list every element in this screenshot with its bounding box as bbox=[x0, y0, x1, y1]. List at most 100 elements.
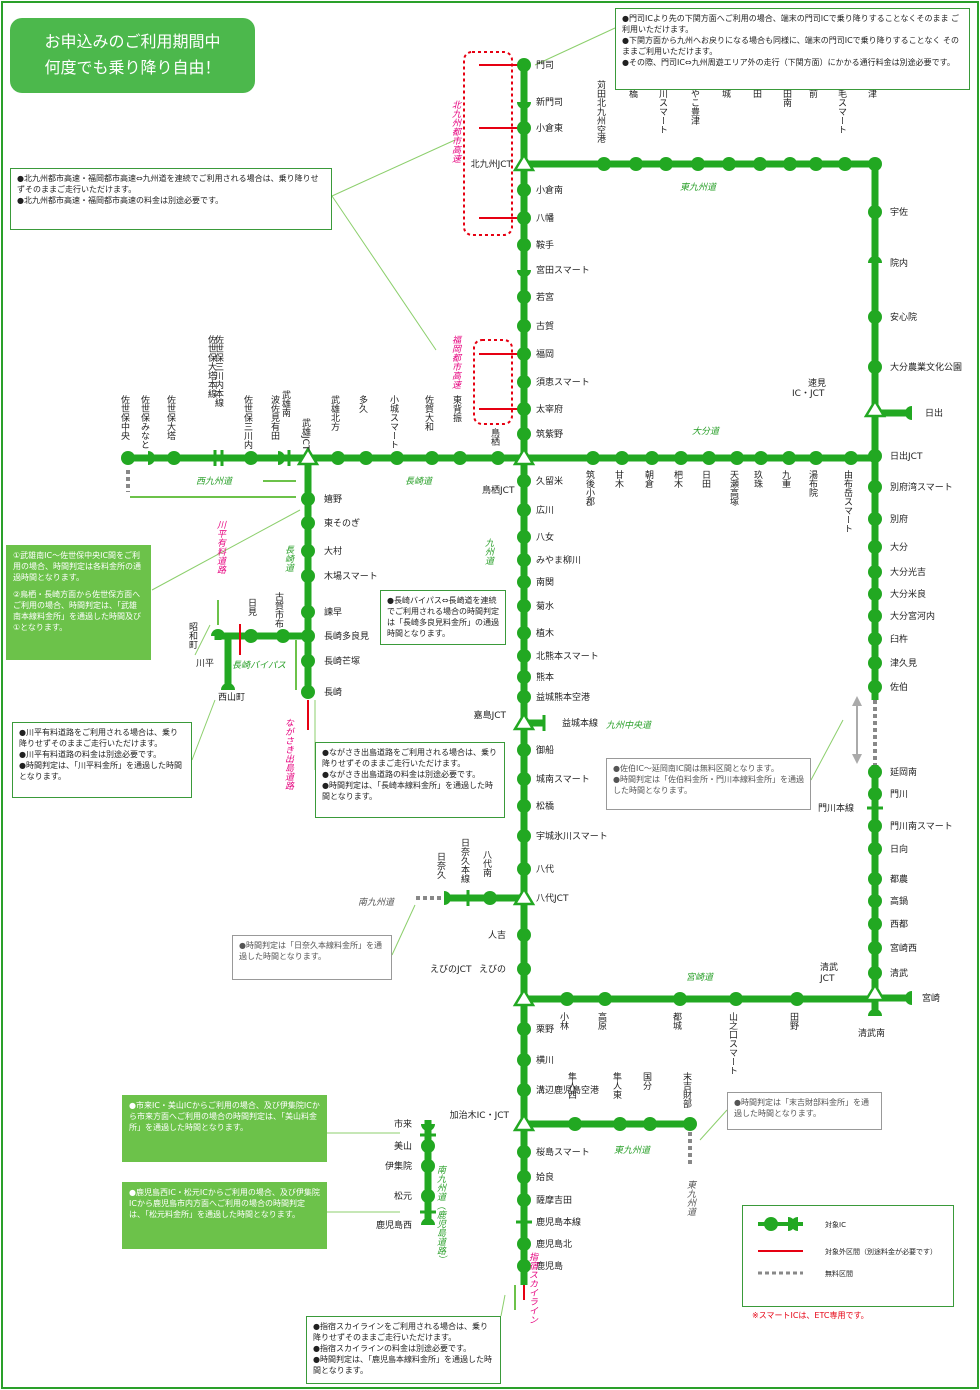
ic-east bbox=[868, 819, 882, 833]
note-toshi-1: ●北九州都市高速・福岡都市高速⇔九州道を連続でご利用される場合は、乗り降りせずそ… bbox=[17, 174, 319, 194]
label-kyushu: 宇城氷川スマート bbox=[536, 830, 608, 842]
note-ichiki: ●市来IC・美山ICからご利用の場合、及び伊集院ICから市来方面へご利用の場合の… bbox=[122, 1095, 327, 1162]
ic-nagasaki-s bbox=[301, 629, 315, 643]
ic-kyushu bbox=[517, 1193, 531, 1207]
ic-miyazaki bbox=[598, 992, 612, 1006]
label-higashi-s: 隼人東 bbox=[611, 1071, 622, 1100]
ic-east bbox=[868, 894, 882, 908]
label-kagoshima-rd: 美山 bbox=[394, 1140, 412, 1152]
label-kyushu: 嘉島JCT bbox=[474, 709, 507, 721]
label-oita: 朝倉 bbox=[643, 470, 654, 489]
ic-kyushu bbox=[517, 503, 531, 517]
note-kawahira-2: ●川平有料道路の料金は別途必要です。 bbox=[19, 750, 162, 759]
ic-oita bbox=[844, 451, 858, 465]
road-higashi-s: 東九州道 bbox=[614, 1145, 652, 1156]
ic-ichiki bbox=[421, 1124, 435, 1131]
leader-line bbox=[810, 719, 844, 781]
label-kawahira: 川平 bbox=[196, 658, 214, 669]
label-higashi-n: 苅田北九州空港 bbox=[595, 79, 606, 143]
label-east: 門川 bbox=[890, 789, 908, 800]
ic-oita bbox=[674, 451, 688, 465]
note-ibusuki: ●指宿スカイラインをご利用される場合は、乗り降りせずそのままご走行いただけます。… bbox=[306, 1316, 501, 1384]
ic-kiyotakeminami bbox=[868, 1009, 882, 1016]
label-miyazaki: 小林 bbox=[558, 1012, 569, 1031]
label-oita: 天瀬高塚 bbox=[728, 470, 739, 507]
label-kyushu: 八代JCT bbox=[536, 893, 569, 904]
label-kyushu: 横川 bbox=[536, 1054, 554, 1066]
label-kyushu: 栗野 bbox=[536, 1024, 554, 1035]
label-east: 日出 bbox=[925, 407, 943, 419]
ic-kyushu bbox=[517, 772, 531, 786]
road-minami: 南九州道 bbox=[358, 897, 396, 908]
ic-east bbox=[868, 540, 882, 554]
ic-miyazaki bbox=[673, 992, 687, 1006]
label-nagasaki-s: 嬉野 bbox=[324, 493, 342, 505]
label-higashi-s: 末吉財部 bbox=[681, 1071, 692, 1109]
ic-east bbox=[868, 205, 882, 219]
note-toshi-2: ●北九州都市高速・福岡都市高速の料金は別途必要です。 bbox=[17, 196, 224, 205]
note-sueyoshi: ●時間判定は「末吉財部料金所」を通過した時間となります。 bbox=[727, 1092, 882, 1130]
ic-east bbox=[868, 941, 882, 955]
label-kyushu: 鹿児島本線 bbox=[536, 1216, 581, 1228]
label-kyushu: 須恵スマート bbox=[536, 376, 590, 388]
label-east: 宇佐 bbox=[890, 206, 908, 218]
banner-line1: お申込みのご利用期間中 bbox=[44, 32, 221, 51]
note-kawahira-3: ●時間判定は、「川平料金所」を通過した時間となります。 bbox=[19, 761, 182, 781]
ic-nagasaki bbox=[390, 451, 404, 465]
label-nagasaki: 東背振 bbox=[451, 394, 462, 423]
ic-higashi-n bbox=[868, 157, 882, 171]
ic-higashi-n bbox=[753, 157, 767, 171]
ic-higashi-s bbox=[568, 1117, 582, 1131]
label-kyushu: 桜島スマート bbox=[536, 1146, 590, 1158]
ic-kagoshima-rd bbox=[421, 1139, 435, 1153]
label-kyushu: えびのJCT bbox=[430, 964, 472, 975]
ic-higashi-n bbox=[838, 157, 852, 171]
label-miyazaki: 田野 bbox=[788, 1012, 799, 1030]
ic-oita bbox=[586, 451, 600, 465]
ic-miyazaki bbox=[560, 992, 574, 1006]
label-east: 別府湾スマート bbox=[890, 481, 953, 493]
label-nagasaki-s: 諫早 bbox=[324, 606, 342, 618]
ic-higashi-n bbox=[659, 157, 673, 171]
label-kagoshima-rd: 松元 bbox=[394, 1190, 412, 1202]
ic-nodes bbox=[121, 58, 912, 1273]
label-nagasaki: 佐世保三川内本線 bbox=[213, 334, 224, 407]
label-kyushu: 北九州JCT bbox=[471, 159, 513, 170]
label-higashi-s: 隼人西 bbox=[566, 1071, 577, 1100]
label-kyushu: 八代 bbox=[536, 864, 554, 875]
label-oita: 日田 bbox=[700, 470, 711, 489]
ic-oita bbox=[645, 451, 659, 465]
label-nagasaki: 佐世保みなと bbox=[139, 394, 150, 449]
ic-higashi-n bbox=[722, 157, 736, 171]
ic-east bbox=[868, 680, 882, 694]
label-oita: 玖珠 bbox=[752, 469, 763, 489]
ic-kyushu bbox=[517, 799, 531, 813]
label-minami: 日奈久 bbox=[435, 852, 446, 880]
label-kyushu: 益城熊本空港 bbox=[536, 691, 590, 703]
ic-kyushu bbox=[517, 743, 531, 757]
label-kyushu: 広川 bbox=[536, 504, 554, 516]
road-kyushu: 九州道 bbox=[483, 538, 494, 565]
road-kagoshima: 南九州道（鹿児島道路） bbox=[435, 1165, 446, 1264]
label-kyushu: 太宰府 bbox=[536, 403, 563, 415]
note-hinagu-1: ●時間判定は「日奈久本線料金所」を通過した時間となります。 bbox=[239, 941, 382, 961]
ic-furuga bbox=[276, 629, 290, 643]
ic-nagasaki-s bbox=[301, 516, 315, 530]
note-ibusuki-2: ●指宿スカイラインの料金は別途必要です。 bbox=[313, 1344, 472, 1353]
ic-kyushu bbox=[517, 690, 531, 704]
leader-line bbox=[699, 1109, 728, 1141]
label-nagasaki-s: 木場スマート bbox=[324, 570, 378, 582]
label-east: 別府 bbox=[890, 513, 908, 525]
ic-kyushu bbox=[517, 649, 531, 663]
note-bypass: ●長崎バイパス⇔長崎道を連続でご利用される場合の時間判定は「長崎多良見料金所」の… bbox=[380, 590, 506, 645]
jct-takeo bbox=[296, 446, 320, 466]
ic-kyushu bbox=[517, 626, 531, 640]
label-nagasaki-s: 長崎多良見 bbox=[324, 630, 369, 642]
ic-kyushu bbox=[517, 1145, 531, 1159]
note-sueyoshi-1: ●時間判定は「末吉財部料金所」を通過した時間となります。 bbox=[734, 1098, 869, 1118]
note-matsumoto: ●鹿児島西IC・松元ICからご利用の場合、及び伊集院ICから鹿児島市内方面へご利… bbox=[122, 1182, 327, 1249]
ic-nagasaki bbox=[359, 451, 373, 465]
ic-yatsushiro-minami bbox=[483, 891, 497, 905]
label-east: IC・JCT bbox=[792, 389, 825, 399]
label-kyushu: 熊本 bbox=[536, 671, 554, 683]
